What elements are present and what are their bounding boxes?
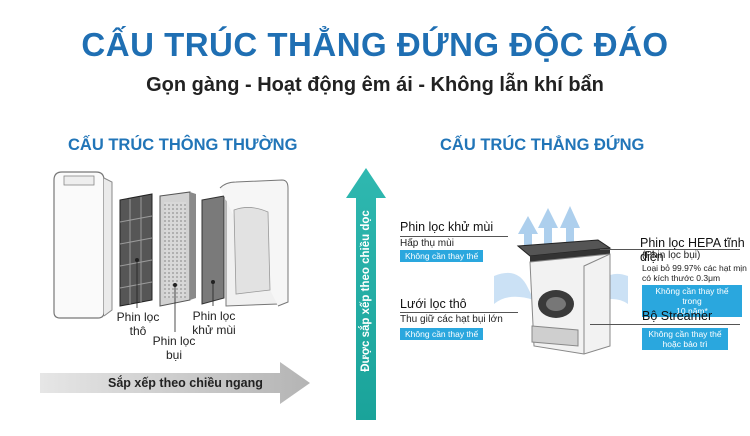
- vertical-structure-title: CẤU TRÚC THẲNG ĐỨNG: [440, 136, 645, 154]
- streamer-badge: Không cần thay thế hoặc bảo trì: [642, 328, 728, 350]
- conventional-structure-title: CẤU TRÚC THÔNG THƯỜNG: [68, 136, 298, 154]
- conventional-purifier-illustration: [53, 171, 289, 332]
- label-dust-filter: Phin lọc bụi: [152, 334, 196, 362]
- page-title: CẤU TRÚC THẲNG ĐỨNG ĐỘC ĐÁO: [81, 26, 669, 63]
- vertical-arrow-label: Được sắp xếp theo chiều dọc: [360, 210, 372, 372]
- horizontal-arrow-label: Sắp xếp theo chiều ngang: [108, 376, 263, 390]
- label-coarse-filter: Phin lọc thô: [116, 310, 160, 338]
- deodor-filter-badge: Không cần thay thế: [400, 250, 484, 262]
- hepa-filter-title: Phin lọc HEPA tĩnh điện: [640, 236, 745, 264]
- coarse-mesh-title: Lưới lọc thô: [400, 297, 467, 311]
- hepa-filter-desc: Loại bỏ 99.97% các hạt mịn có kích thước…: [642, 263, 747, 283]
- deodor-filter-desc: Hấp thụ mùi: [400, 238, 454, 249]
- coarse-mesh-desc: Thu giữ các hạt bụi lớn: [400, 314, 503, 325]
- page-subtitle: Gọn gàng - Hoạt động êm ái - Không lẫn k…: [146, 74, 604, 96]
- horizontal-arrow: [40, 362, 310, 404]
- coarse-mesh-badge: Không cần thay thế: [400, 328, 484, 340]
- hepa-filter-sub: (Phin lọc bụi): [642, 250, 701, 261]
- hepa-filter-badge: Không cần thay thế trong 10 năm*: [642, 285, 742, 317]
- streamer-title: Bộ Streamer: [642, 309, 713, 323]
- vertical-purifier-illustration: [494, 206, 628, 355]
- deodor-filter-title: Phin lọc khử mùi: [400, 220, 494, 234]
- label-deodor-filter: Phin lọc khử mùi: [192, 309, 236, 337]
- vertical-arrow: [346, 168, 386, 420]
